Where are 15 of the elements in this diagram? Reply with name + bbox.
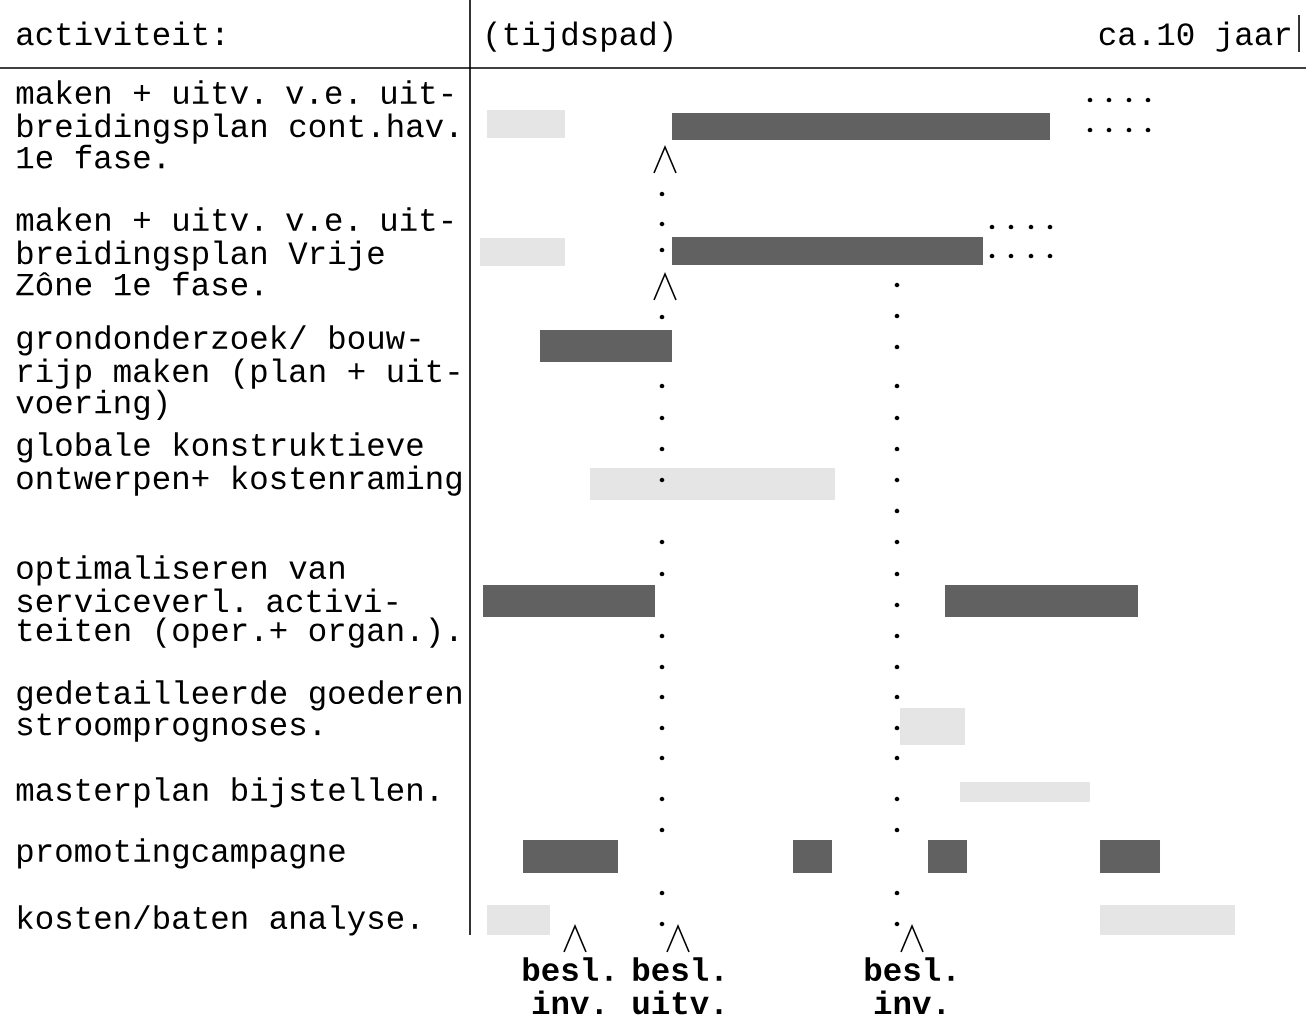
activity-label: maken + uitv. v.e. uit-breidingsplan Vrije Zône 1e fase. [16, 207, 452, 296]
activity-label: optimaliseren van serviceverl. activi-teiten (oper.+ organ.). [17, 555, 456, 648]
decision-label: besl. uitv. [633, 957, 722, 1015]
activity-label: grondonderzoek/ bouw-rijp maken (plan + uit-voering) [16, 325, 459, 421]
activity-label: masterplan bijstellen. [16, 777, 437, 808]
activity-label: gedetailleerde goederen stroomprognoses. [17, 680, 461, 742]
column-header: ca.10 jaar [1099, 21, 1290, 52]
activity-label: maken + uitv. v.e. uit-breidingsplan cont.hav. 1e fase. [16, 80, 456, 169]
activity-label: kosten/baten analyse. [18, 905, 417, 936]
column-header: activiteit: [17, 21, 222, 46]
column-header: (tijdspad) [487, 21, 672, 52]
activity-label: promotingcampagne [18, 838, 345, 869]
decision-label: besl. inv. [523, 957, 612, 1014]
decision-label: besl. inv. [865, 957, 954, 1014]
activity-label: globale konstruktieve ontwerpen+ kostenraming [17, 432, 461, 496]
